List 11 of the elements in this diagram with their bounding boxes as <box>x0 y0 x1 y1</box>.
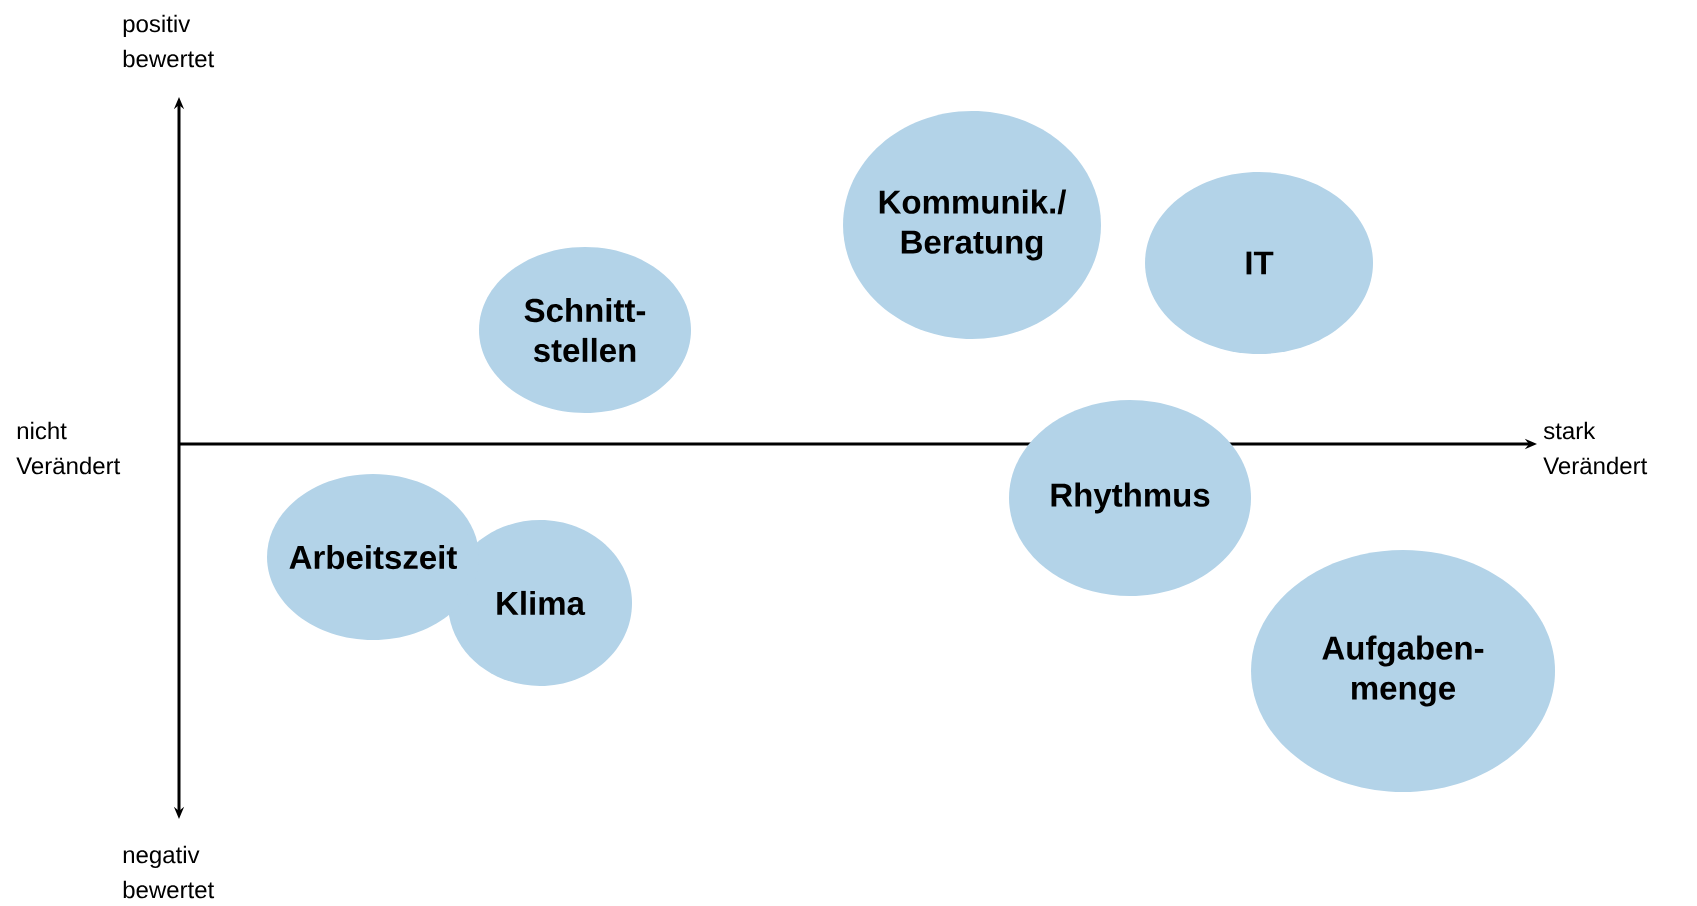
axis-label: nicht Verändert <box>16 421 121 475</box>
ellipse-node: Schnitt- stellen <box>479 247 691 413</box>
axis-label: negativ bewertet <box>123 845 215 899</box>
ellipse-node: IT <box>1145 172 1373 354</box>
axis-label: positiv bewertet <box>123 14 215 68</box>
axis-label: stark Verändert <box>1543 421 1648 475</box>
ellipse-node: Aufgaben- menge <box>1251 550 1555 792</box>
ellipse-node: Arbeitszeit <box>267 474 479 640</box>
node-label: Klima <box>497 590 586 616</box>
ellipse-node: Kommunik./ Beratung <box>843 111 1101 339</box>
ellipse-node: Rhythmus <box>1009 400 1251 596</box>
